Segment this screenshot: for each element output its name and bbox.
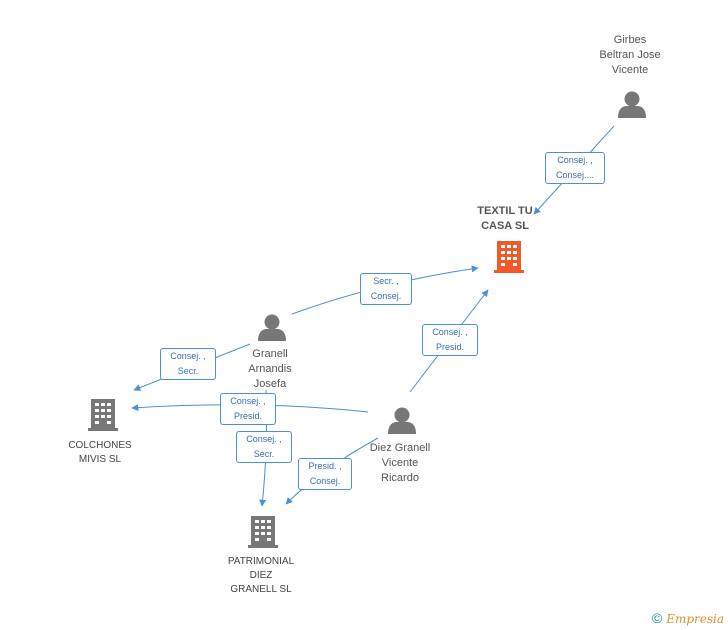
building-icon-focus[interactable] <box>494 241 524 273</box>
label-line: Girbes <box>613 34 647 46</box>
label-line: Arnandis <box>248 363 292 375</box>
edge-role: Presid. , <box>308 461 342 471</box>
edge-label-girbes-textil[interactable]: Consej. , Consej.... <box>545 152 605 184</box>
edge-label-diez-colchones[interactable]: Consej. , Presid. <box>220 393 276 425</box>
label-line: Vicente <box>381 457 419 469</box>
edge-label-diez-textil[interactable]: Consej. , Presid. <box>422 324 478 356</box>
node-label-granell[interactable]: Granell Arnandis Josefa <box>225 347 315 392</box>
edge-role: Consej. , <box>557 155 593 165</box>
edge-role: Presid. <box>435 342 464 352</box>
brand-logo[interactable]: Empresia <box>666 612 724 626</box>
label-line: Josefa <box>253 378 287 390</box>
label-line: Ricardo <box>381 472 419 484</box>
edge-role: Consej. <box>370 291 402 301</box>
edge-role: Secr. , <box>373 276 399 286</box>
label-line: Granell <box>252 348 288 360</box>
label-line: Diez Granell <box>369 442 431 454</box>
label-line: CASA SL <box>481 220 529 232</box>
person-icon[interactable] <box>388 407 416 435</box>
building-icon[interactable] <box>248 516 278 548</box>
copyright-footer: ©Empresia <box>652 610 724 626</box>
node-label-girbes[interactable]: Girbes Beltran Jose Vicente <box>580 33 680 78</box>
person-icon[interactable] <box>618 91 646 119</box>
edge-role: Secr. <box>253 449 275 459</box>
edge-role: Secr. <box>177 366 199 376</box>
edge-role: Consej. <box>309 476 341 486</box>
person-icon[interactable] <box>258 314 286 342</box>
label-line: TEXTIL TU <box>477 205 533 217</box>
label-line: COLCHONES <box>68 440 132 451</box>
edge-role: Consej. , <box>230 396 266 406</box>
edge-label-granell-colchones[interactable]: Consej. , Secr. <box>160 348 216 380</box>
node-label-colchones[interactable]: COLCHONES MIVIS SL <box>55 439 145 467</box>
label-line: Beltran Jose <box>599 49 661 61</box>
edge-label-granell-textil[interactable]: Secr. , Consej. <box>360 273 412 305</box>
label-line: Vicente <box>611 64 649 76</box>
building-icon[interactable] <box>88 399 118 431</box>
edge-role: Consej. , <box>246 434 282 444</box>
label-line: GRANELL SL <box>230 584 292 595</box>
node-label-textil[interactable]: TEXTIL TU CASA SL <box>460 204 550 234</box>
edge-label-diez-patrimonial[interactable]: Presid. , Consej. <box>298 458 352 490</box>
edge-role: Consej. , <box>170 351 206 361</box>
label-line: MIVIS SL <box>78 454 122 465</box>
edge-role: Consej. , <box>432 327 468 337</box>
node-label-patrimonial[interactable]: PATRIMONIAL DIEZ GRANELL SL <box>215 555 307 597</box>
edge-role: Consej.... <box>555 170 595 180</box>
copyright-icon: © <box>651 610 663 626</box>
node-label-diez[interactable]: Diez Granell Vicente Ricardo <box>352 441 448 486</box>
edge-role: Presid. <box>233 411 262 421</box>
label-line: DIEZ <box>249 570 273 581</box>
label-line: PATRIMONIAL <box>227 556 295 567</box>
edge-label-granell-patrimonial[interactable]: Consej. , Secr. <box>236 431 292 463</box>
